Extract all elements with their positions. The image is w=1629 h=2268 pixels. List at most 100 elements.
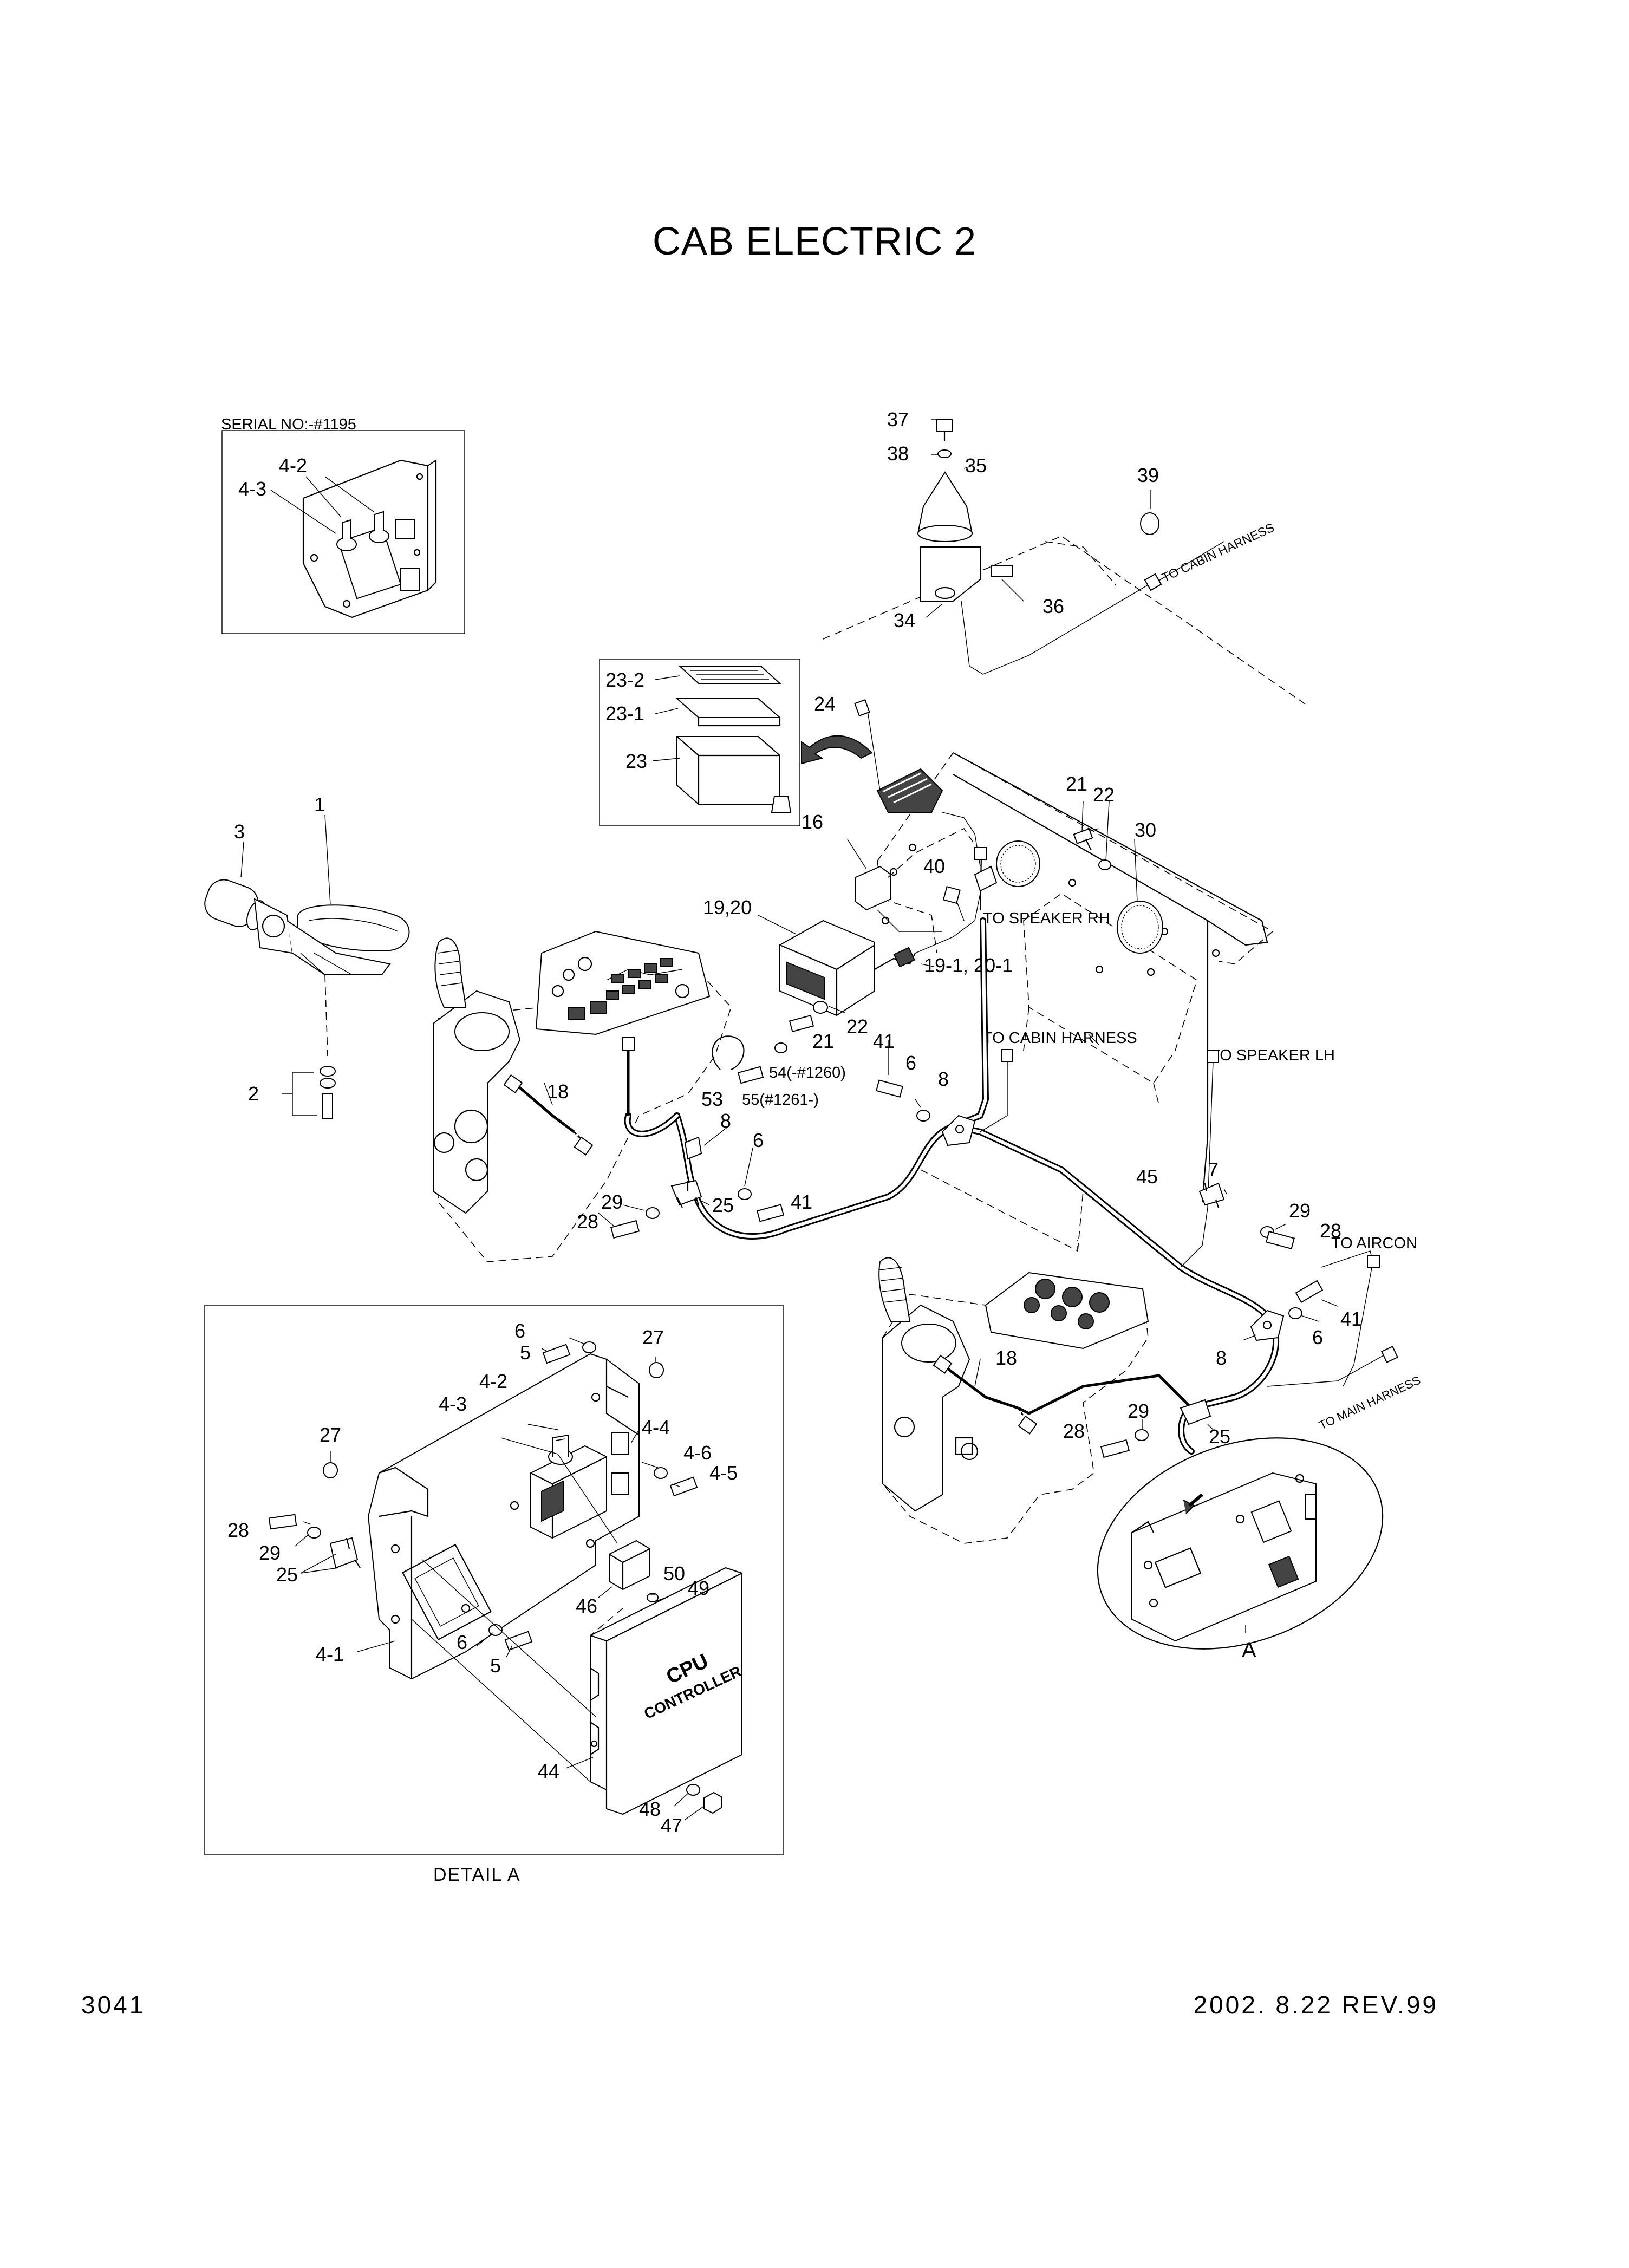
note-to-speaker-rh: TO SPEAKER RH [983, 910, 1110, 927]
connector-18e [1018, 1415, 1038, 1435]
detail-callout-46: 46 [576, 1595, 597, 1617]
detail-callout-25: 25 [276, 1563, 298, 1586]
armrest-1 [297, 904, 410, 951]
serial-inset-frame [221, 430, 465, 634]
callout-41-left: 41 [791, 1191, 812, 1213]
connector-18d [933, 1354, 953, 1374]
left-joystick-grip [434, 937, 467, 1008]
fuse-plate-23-1 [675, 698, 781, 718]
detail-a-bubble [1097, 1437, 1384, 1650]
callout-22-top: 22 [1093, 784, 1115, 806]
left-console [433, 930, 732, 1262]
detail-callout-49: 49 [688, 1577, 709, 1599]
callout-21-top: 21 [1066, 773, 1087, 795]
screw-21 [789, 1014, 814, 1033]
right-joystick-grip [878, 1257, 911, 1322]
washer-22 [1098, 859, 1111, 870]
callout-37: 37 [887, 408, 909, 431]
bolt-41-left [756, 1204, 785, 1222]
detail-callout-27-top: 27 [642, 1326, 664, 1348]
detail-callout-5-top: 5 [520, 1341, 531, 1364]
nut-54 [774, 1042, 787, 1053]
detail-callout-4-2: 4-2 [479, 1370, 507, 1392]
washer-29-low [1135, 1429, 1149, 1441]
callout-18-right: 18 [995, 1347, 1017, 1369]
speaker-30 [1117, 901, 1163, 954]
bolt-28-right [1266, 1230, 1295, 1250]
bolt-37 [936, 419, 953, 432]
detail-callout-6-low: 6 [457, 1631, 467, 1653]
callout-39: 39 [1137, 464, 1159, 486]
detail-a-panel: CPU CONTROLLER [204, 1305, 784, 1855]
relay-46 [609, 1540, 650, 1591]
fuse-box-inset [599, 659, 800, 826]
right-console-switch-panel [985, 1272, 1149, 1350]
callout-19-1-20-1: 19-1, 20-1 [924, 954, 1013, 976]
screw-55 [737, 1066, 764, 1084]
detail-callout-44: 44 [538, 1760, 559, 1782]
callout-24: 24 [814, 693, 836, 715]
detail-callout-27-left: 27 [320, 1424, 341, 1446]
screw-4-5 [669, 1476, 698, 1497]
main-harness-45 [624, 847, 1398, 1455]
callout-7: 7 [1208, 1158, 1219, 1181]
detail-callout-6-top: 6 [514, 1320, 525, 1342]
note-to-speaker-lh: TO SPEAKER LH [1210, 1047, 1335, 1064]
bolt-36 [991, 565, 1013, 577]
callout-25-left: 25 [712, 1194, 734, 1216]
cpu-controller-44 [590, 1567, 742, 1815]
detail-a-ellipse [1097, 1437, 1384, 1650]
callout-3: 3 [234, 820, 245, 843]
callout-23-1: 23-1 [605, 702, 644, 725]
callout-8-left: 8 [720, 1110, 731, 1132]
detail-callout-4-6: 4-6 [683, 1442, 712, 1464]
beacon-wire [961, 584, 1149, 675]
connector-18c [622, 1037, 635, 1051]
detail-callout-4-1: 4-1 [316, 1643, 344, 1665]
revision-date: 2002. 8.22 REV.99 [1193, 1991, 1438, 2019]
callout-45: 45 [1136, 1165, 1158, 1188]
detail-arrow-icon [801, 735, 873, 765]
fuse-box-23 [676, 736, 780, 805]
washer-6-right [1288, 1307, 1302, 1319]
screw-21 [1073, 828, 1093, 844]
connector-18a [503, 1074, 523, 1093]
relay-4-4b [611, 1472, 629, 1495]
callout-4-2: 4-2 [279, 454, 307, 477]
callout-19-20: 19,20 [703, 896, 752, 918]
note-to-cabin-harness-mid: TO CABIN HARNESS [983, 1029, 1137, 1047]
grommet-39 [1140, 512, 1159, 535]
clamp-8-right [1250, 1309, 1285, 1341]
radio-19-20 [779, 920, 875, 1016]
beacon-lamp-35 [917, 471, 973, 534]
page-number: 3041 [81, 1991, 146, 2019]
clamp-8-left [684, 1136, 702, 1160]
detail-callout-50: 50 [663, 1562, 685, 1585]
beacon-lamp-assembly [823, 419, 1306, 705]
screw-5-top [542, 1344, 571, 1364]
detail-a-marker: A [1242, 1638, 1256, 1662]
speaker-30-rh [996, 840, 1040, 887]
note-to-aircon: TO AIRCON [1331, 1235, 1417, 1252]
detail-callout-47: 47 [661, 1814, 682, 1836]
fuse-block-on-panel [876, 768, 943, 813]
washer-6-left [738, 1188, 752, 1200]
screw-41 [875, 1079, 904, 1098]
callout-34: 34 [894, 609, 915, 631]
nut-27-top [649, 1362, 664, 1378]
right-console [878, 1257, 1149, 1544]
bolt-41-right [1295, 1280, 1324, 1304]
relay-4-4a [611, 1432, 629, 1455]
mounting-hardware-center [712, 1001, 930, 1122]
detail-callout-28: 28 [227, 1519, 249, 1541]
clamp-8-center [941, 1115, 976, 1146]
screw-24 [854, 699, 870, 716]
callout-2: 2 [248, 1083, 259, 1105]
callout-16: 16 [802, 811, 823, 833]
note-to-main-harness: TO MAIN HARNESS [1317, 1373, 1423, 1432]
detail-caption: DETAIL A [433, 1865, 521, 1885]
page-title: CAB ELECTRIC 2 [652, 220, 977, 263]
bolt-28-detail [268, 1514, 297, 1530]
